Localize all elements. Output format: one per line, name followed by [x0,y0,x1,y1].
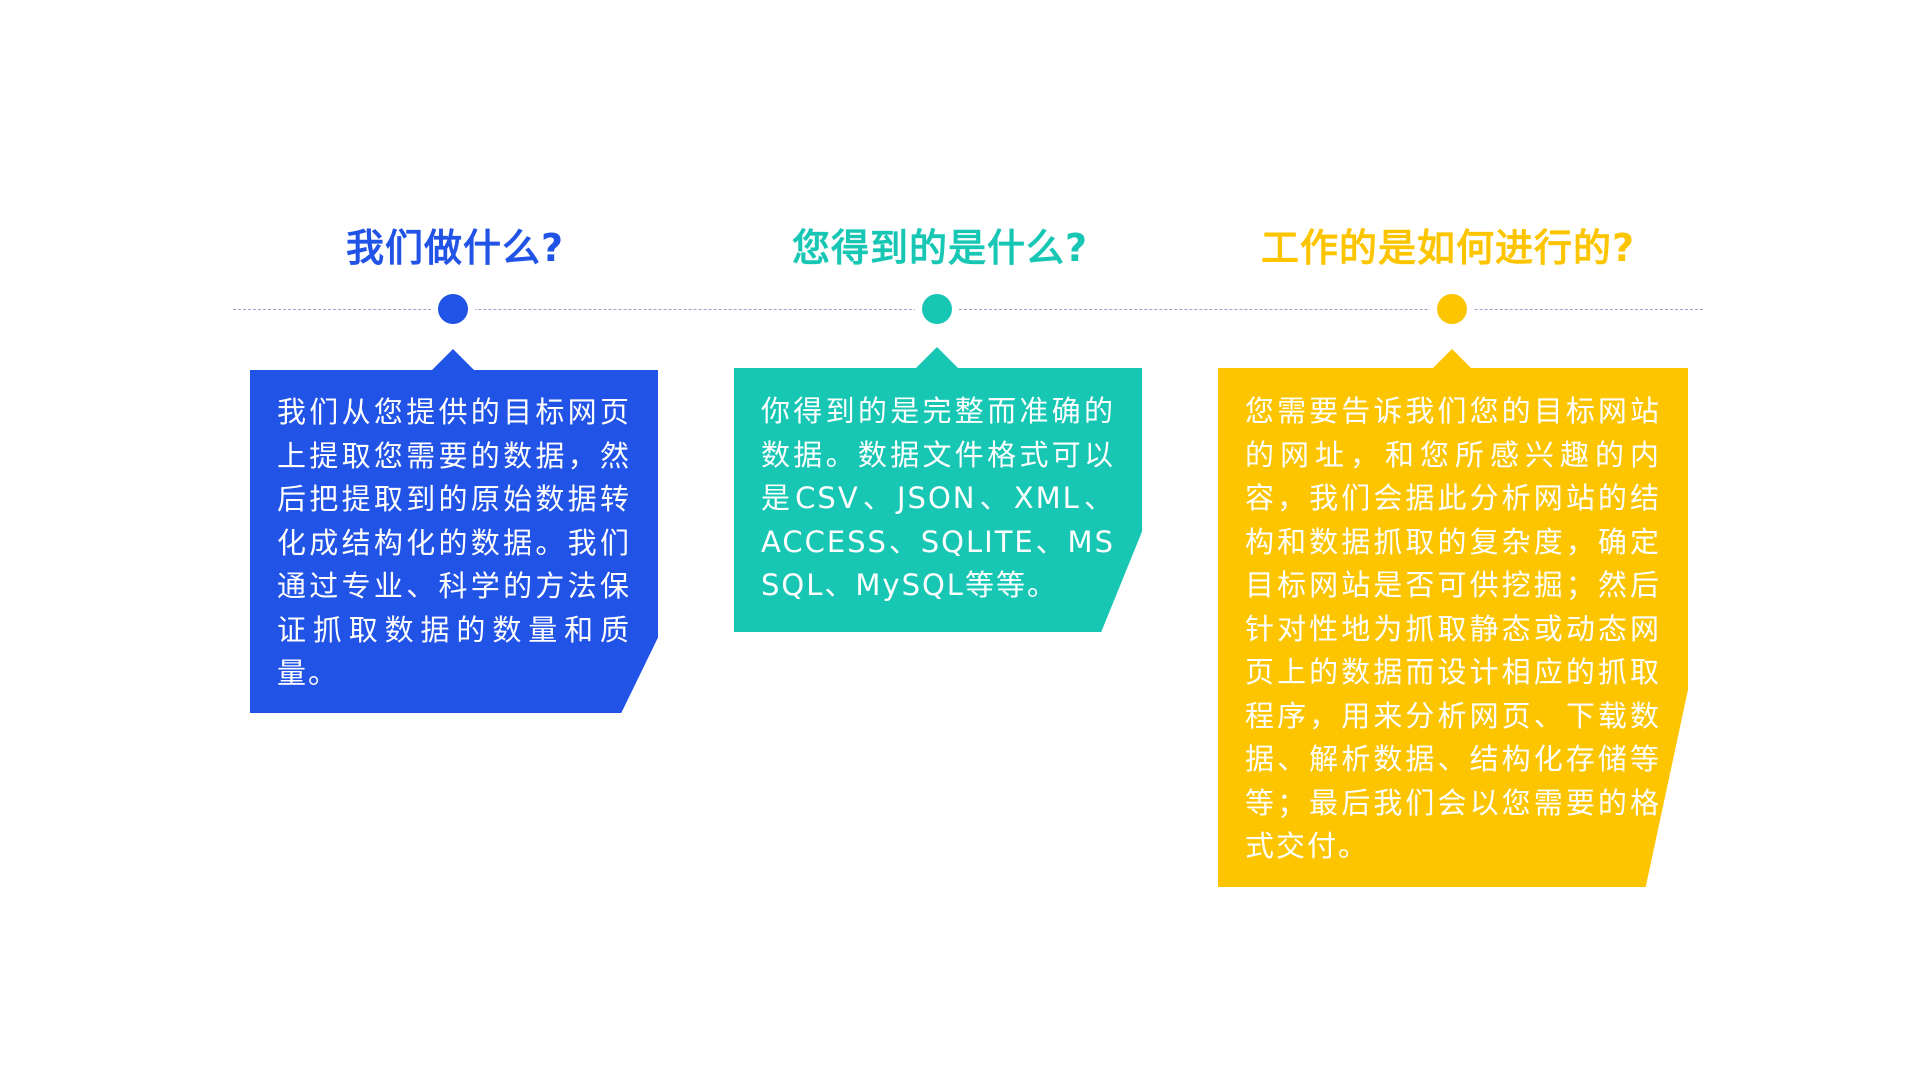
card-pointer [432,349,474,370]
card-text: 我们从您提供的目标网页上提取您需要的数据，然后把提取到的原始数据转化成结构化的数… [277,395,631,690]
column-title: 您得到的是什么? [791,226,1089,270]
timeline-line [233,309,1703,310]
description-card: 您需要告诉我们您的目标网站的网址，和您所感兴趣的内容，我们会据此分析网站的结构和… [1218,368,1688,887]
card-text: 您需要告诉我们您的目标网站的网址，和您所感兴趣的内容，我们会据此分析网站的结构和… [1245,394,1661,863]
timeline-node [1437,294,1467,324]
card-text: 你得到的是完整而准确的数据。数据文件格式可以是CSV、JSON、XML、ACCE… [761,394,1115,602]
column-title: 我们做什么? [345,226,565,270]
card-pointer [1431,349,1473,370]
card-pointer [916,347,958,368]
description-card: 你得到的是完整而准确的数据。数据文件格式可以是CSV、JSON、XML、ACCE… [734,368,1142,632]
timeline-node [922,294,952,324]
column-title: 工作的是如何进行的? [1260,226,1636,270]
description-card: 我们从您提供的目标网页上提取您需要的数据，然后把提取到的原始数据转化成结构化的数… [250,370,658,713]
timeline-node [438,294,468,324]
